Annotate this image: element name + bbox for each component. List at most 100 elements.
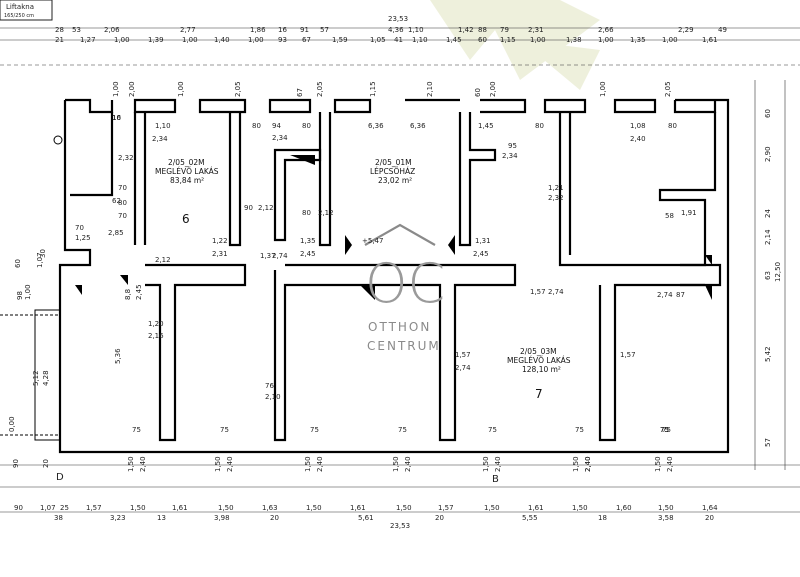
dimension-label: 1,63	[262, 504, 278, 512]
dimension-label: 1,50	[218, 504, 234, 512]
dimension-label: 1,20	[148, 320, 164, 328]
logo-mark: OC	[365, 252, 445, 315]
dimension-label: 2,40	[584, 456, 592, 472]
dimension-label: 1,50	[482, 456, 490, 472]
dimension-label: 28	[55, 26, 64, 34]
dimension-label: 41	[394, 36, 403, 44]
dimension-label: 1,39	[148, 36, 164, 44]
dimension-label: 1,00	[598, 36, 614, 44]
otthon-centrum-logo: OC OTTHON CENTRUM	[364, 223, 445, 353]
dimension-label: 1,57	[86, 504, 102, 512]
dimension-label: 1,59	[332, 36, 348, 44]
dimension-label: 80	[668, 122, 677, 130]
dimension-label: 2,74	[455, 364, 471, 372]
dimension-label: 80	[118, 199, 127, 207]
room-name: MEGLÉVŐ LAKÁS	[155, 167, 219, 176]
dimension-label: 1,57	[455, 351, 471, 359]
dimension-label: 3,58	[658, 514, 674, 522]
dimension-label: 10	[112, 114, 121, 122]
room-number: 6	[182, 212, 190, 226]
dimension-label: 1,00	[114, 36, 130, 44]
dimension-label: 75	[310, 426, 319, 434]
dimension-label: 2,66	[598, 26, 614, 34]
dimension-label: 1,50	[396, 504, 412, 512]
dimension-label: 1,07	[36, 252, 44, 268]
dimension-label: 70	[75, 224, 84, 232]
dimension-label: 2,12	[318, 209, 334, 217]
dimension-label: 25	[60, 504, 69, 512]
dimension-label: 1,50	[484, 504, 500, 512]
dimension-label: 5,42	[764, 346, 772, 362]
section-label-b: B	[492, 474, 499, 485]
dimension-label: 2,14	[764, 229, 772, 245]
dimension-label: 1,10	[408, 26, 424, 34]
dimension-label: 1,27	[80, 36, 96, 44]
section-label-d: D	[56, 472, 64, 483]
dimension-label: 1,00	[112, 81, 120, 97]
dimension-label: 53	[72, 26, 81, 34]
dimension-label: 1,61	[528, 504, 544, 512]
dimension-label: 20	[435, 514, 444, 522]
dimension-label: 16	[278, 26, 287, 34]
dimension-label: 30	[39, 249, 47, 258]
dimension-label: 1,00	[182, 36, 198, 44]
dimension-label: 1,00	[662, 36, 678, 44]
dimension-label: 80	[252, 122, 261, 130]
dimension-label: 18	[598, 514, 607, 522]
logo-line2: CENTRUM	[367, 339, 441, 353]
dimension-label: 75	[488, 426, 497, 434]
room-name: MEGLÉVŐ LAKÁS	[507, 356, 571, 365]
dimension-label: 2,10	[426, 81, 434, 97]
dimension-label: 4,28	[42, 370, 50, 386]
dimension-label: 38	[54, 514, 63, 522]
dimension-lines	[0, 27, 800, 513]
dimension-label: 91	[300, 26, 309, 34]
dimension-label: 2,06	[104, 26, 120, 34]
dimension-label: 2,40	[584, 456, 592, 472]
dimension-label: 58	[665, 212, 674, 220]
dimension-label: 2,10	[265, 393, 281, 401]
dimension-label: 5,36	[114, 348, 122, 364]
dimension-label: 2,05	[316, 81, 324, 97]
dimension-label: 1,60	[616, 504, 632, 512]
dimension-label: 5,12	[32, 370, 40, 386]
dimension-label: 2,40	[226, 456, 234, 472]
dimension-label: 6,36	[368, 122, 384, 130]
dimension-label: 1,50	[392, 456, 400, 472]
dimension-label: 2,45	[135, 284, 143, 300]
dimension-label: 3,23	[110, 514, 126, 522]
dimension-label: 75	[660, 426, 669, 434]
dimension-label: 1,40	[214, 36, 230, 44]
dimension-label: 20	[705, 514, 714, 522]
dimension-label: 2,34	[152, 135, 168, 143]
dimension-label: 1,50	[304, 456, 312, 472]
dimension-label: 2,90	[764, 146, 772, 162]
dimension-label: 1,35	[630, 36, 646, 44]
dimension-label: 98	[16, 291, 24, 300]
lift-label: Liftaknа	[6, 3, 34, 11]
dimension-label: 80	[302, 122, 311, 130]
dimension-label: 70	[118, 184, 127, 192]
total-width-sub: 4,36	[388, 26, 404, 34]
room-area: 23,02 m²	[378, 176, 412, 185]
dimension-label: 93	[278, 36, 287, 44]
dimension-label: 2,40	[316, 456, 324, 472]
dimension-label: 49	[718, 26, 727, 34]
dimension-label: 2,34	[272, 134, 288, 142]
room-labels: 2/05_02M MEGLÉVŐ LAKÁS 83,84 m² 6 2/05_0…	[155, 158, 571, 401]
dimension-label: 1,50	[658, 504, 674, 512]
dimension-label: 2,40	[666, 456, 674, 472]
room-code: 2/05_02M	[168, 158, 205, 167]
dimension-label: 1,86	[250, 26, 266, 34]
dimension-label: 57	[320, 26, 329, 34]
dimension-label: 1,31	[475, 237, 491, 245]
dimension-label: 2,74	[548, 288, 564, 296]
room-area: 128,10 m²	[522, 365, 561, 374]
dimension-label: 1,07	[40, 504, 56, 512]
dimension-label: 1,22	[212, 237, 228, 245]
